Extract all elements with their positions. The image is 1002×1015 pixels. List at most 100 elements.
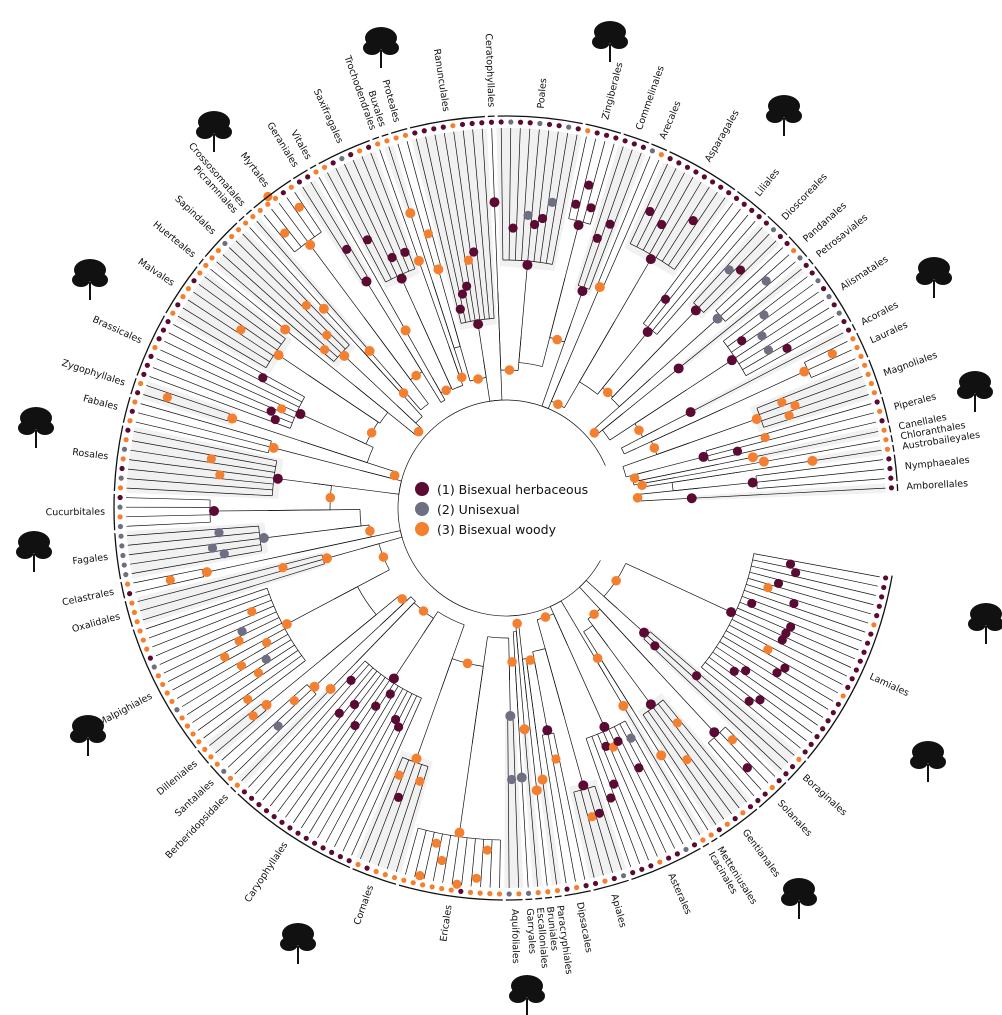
tip-state-dot	[250, 214, 256, 220]
clade-node-pie	[405, 208, 416, 219]
tip-branch	[552, 134, 578, 265]
backbone-node-pie	[553, 399, 563, 410]
tip-state-dot	[527, 120, 533, 126]
order-bracket	[204, 222, 238, 258]
tip-branch	[133, 431, 277, 462]
internal-node-pie	[791, 568, 801, 578]
order-bracket	[736, 191, 767, 215]
backbone-stem	[532, 651, 538, 678]
tip-state-dot	[640, 144, 646, 150]
internal-node-pie	[393, 722, 404, 732]
tip-state-dot	[814, 734, 820, 740]
tip-branch	[480, 839, 485, 888]
tip-state-dot	[879, 594, 885, 600]
tip-branch	[757, 478, 885, 489]
tip-branch	[649, 177, 694, 254]
tip-state-dot	[583, 883, 589, 889]
order-bracket	[124, 601, 134, 627]
order-label: Gentianales	[740, 827, 783, 879]
tip-branch	[145, 587, 268, 630]
internal-node-pie	[247, 606, 257, 617]
tip-branch	[719, 732, 769, 784]
backbone-stem	[431, 377, 446, 401]
internal-node-pie	[253, 668, 264, 678]
tip-state-dot	[214, 761, 220, 767]
tip-branch	[302, 186, 362, 281]
flower-sprig-icon	[592, 21, 628, 62]
backbone-stem	[541, 277, 566, 367]
tip-state-dot	[248, 795, 255, 801]
tip-state-dot	[789, 764, 796, 770]
tip-branch	[629, 163, 668, 244]
internal-node-pie	[385, 689, 395, 699]
tip-state-dot	[410, 880, 416, 886]
tip-branch	[491, 128, 495, 199]
clade-shade	[126, 522, 269, 579]
tip-branch	[489, 839, 493, 888]
tip-state-dot	[147, 655, 153, 661]
tip-branch	[657, 703, 740, 809]
tip-branch	[619, 723, 684, 845]
tip-state-dot	[180, 294, 186, 300]
backbone-stem	[440, 658, 453, 691]
tip-branch	[351, 697, 422, 856]
internal-node-pie	[322, 330, 332, 340]
tip-branch	[761, 385, 866, 422]
tip-branch	[716, 646, 824, 718]
clade-shade	[750, 426, 880, 461]
tip-state-dot	[164, 690, 170, 696]
legend-swatch-woody	[415, 522, 429, 536]
order-label: Cucurbitales	[45, 507, 105, 519]
tip-branch	[580, 790, 604, 876]
tip-state-dot	[874, 613, 880, 619]
tip-state-dot	[887, 465, 893, 472]
internal-node-pie	[350, 720, 360, 731]
tip-branch	[608, 729, 667, 853]
primrose-icon	[509, 975, 545, 1015]
tip-state-dot	[123, 437, 129, 443]
clade-node-pie	[522, 259, 533, 270]
backbone-node-pie	[540, 612, 551, 622]
tip-state-dot	[884, 446, 891, 452]
tip-branch	[625, 709, 701, 836]
tip-branch	[131, 550, 262, 574]
tip-state-dot	[676, 160, 682, 166]
clade-node-pie	[281, 619, 292, 630]
tip-state-dot	[649, 148, 656, 154]
tip-state-dot	[777, 233, 783, 240]
clade-node-pie	[618, 700, 629, 711]
order-bracket	[113, 425, 124, 491]
clade-shade	[384, 145, 415, 217]
tip-branch	[720, 254, 790, 317]
tip-state-dot	[321, 164, 328, 170]
clade-stem	[296, 412, 350, 437]
order-label: Dioscoreales	[780, 171, 830, 222]
order-label: Celastrales	[61, 587, 115, 609]
tip-branch	[738, 307, 830, 365]
clade-node-pie	[656, 750, 667, 761]
tip-branch	[739, 601, 859, 651]
order-bracket	[788, 236, 808, 258]
tip-branch	[377, 762, 416, 866]
tip-branch	[317, 688, 404, 839]
tip-state-dot	[850, 336, 856, 342]
clade-shade	[619, 702, 704, 838]
clade-node-pie	[673, 363, 684, 374]
internal-node-pie	[266, 406, 276, 416]
clade-stem	[652, 666, 718, 736]
internal-node-pie	[645, 206, 655, 217]
backbone-node-pie	[398, 388, 409, 398]
clade-stem	[741, 459, 817, 473]
tip-state-dot	[160, 681, 166, 688]
clade-node-pie	[799, 366, 810, 377]
clade-node-pie	[411, 753, 422, 764]
tip-state-dot	[796, 756, 802, 762]
tip-branch	[647, 208, 741, 328]
cactus-icon	[363, 27, 399, 68]
tip-branch	[731, 619, 847, 677]
order-bracket	[711, 837, 718, 843]
tip-state-dot	[140, 637, 146, 643]
internal-node-pie	[277, 404, 287, 414]
tip-branch	[542, 783, 558, 885]
order-bracket	[758, 782, 787, 808]
